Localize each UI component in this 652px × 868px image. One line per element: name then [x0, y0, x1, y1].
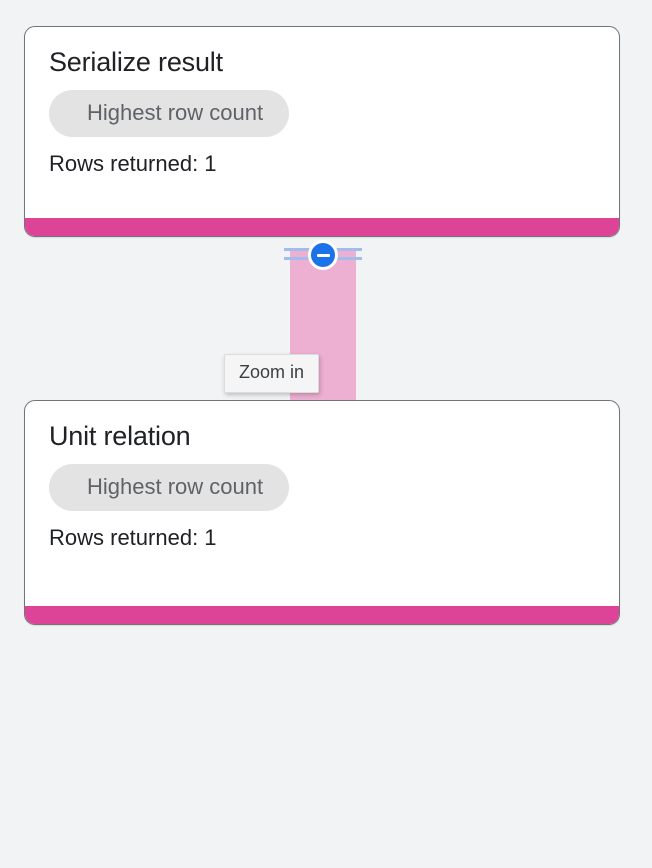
- zoom-in-tooltip: Zoom in: [224, 354, 320, 393]
- plan-node-card[interactable]: Serialize result Highest row count Rows …: [24, 26, 620, 237]
- plan-node-card[interactable]: Unit relation Highest row count Rows ret…: [24, 400, 620, 625]
- highest-row-count-badge: Highest row count: [49, 90, 290, 138]
- handle-rail-line: [335, 257, 362, 260]
- plan-node-body: Serialize result Highest row count Rows …: [25, 27, 619, 177]
- plan-node-title: Serialize result: [49, 47, 223, 77]
- handle-rail-line: [335, 248, 362, 251]
- minus-circle-icon[interactable]: [308, 240, 338, 270]
- handle-rails: [284, 240, 362, 270]
- plan-node-title: Unit relation: [49, 421, 191, 451]
- highest-row-count-badge: Highest row count: [49, 464, 290, 512]
- plan-node-body: Unit relation Highest row count Rows ret…: [25, 401, 619, 551]
- handle-rail-line: [284, 257, 311, 260]
- edge-collapse-handle[interactable]: [284, 240, 362, 270]
- rows-returned-label: Rows returned: 1: [49, 525, 217, 551]
- plan-node-accent-bar: [25, 606, 619, 624]
- handle-rail-line: [284, 248, 311, 251]
- plan-node-accent-bar: [25, 218, 619, 236]
- rows-returned-label: Rows returned: 1: [49, 151, 217, 177]
- minus-glyph: [316, 253, 330, 257]
